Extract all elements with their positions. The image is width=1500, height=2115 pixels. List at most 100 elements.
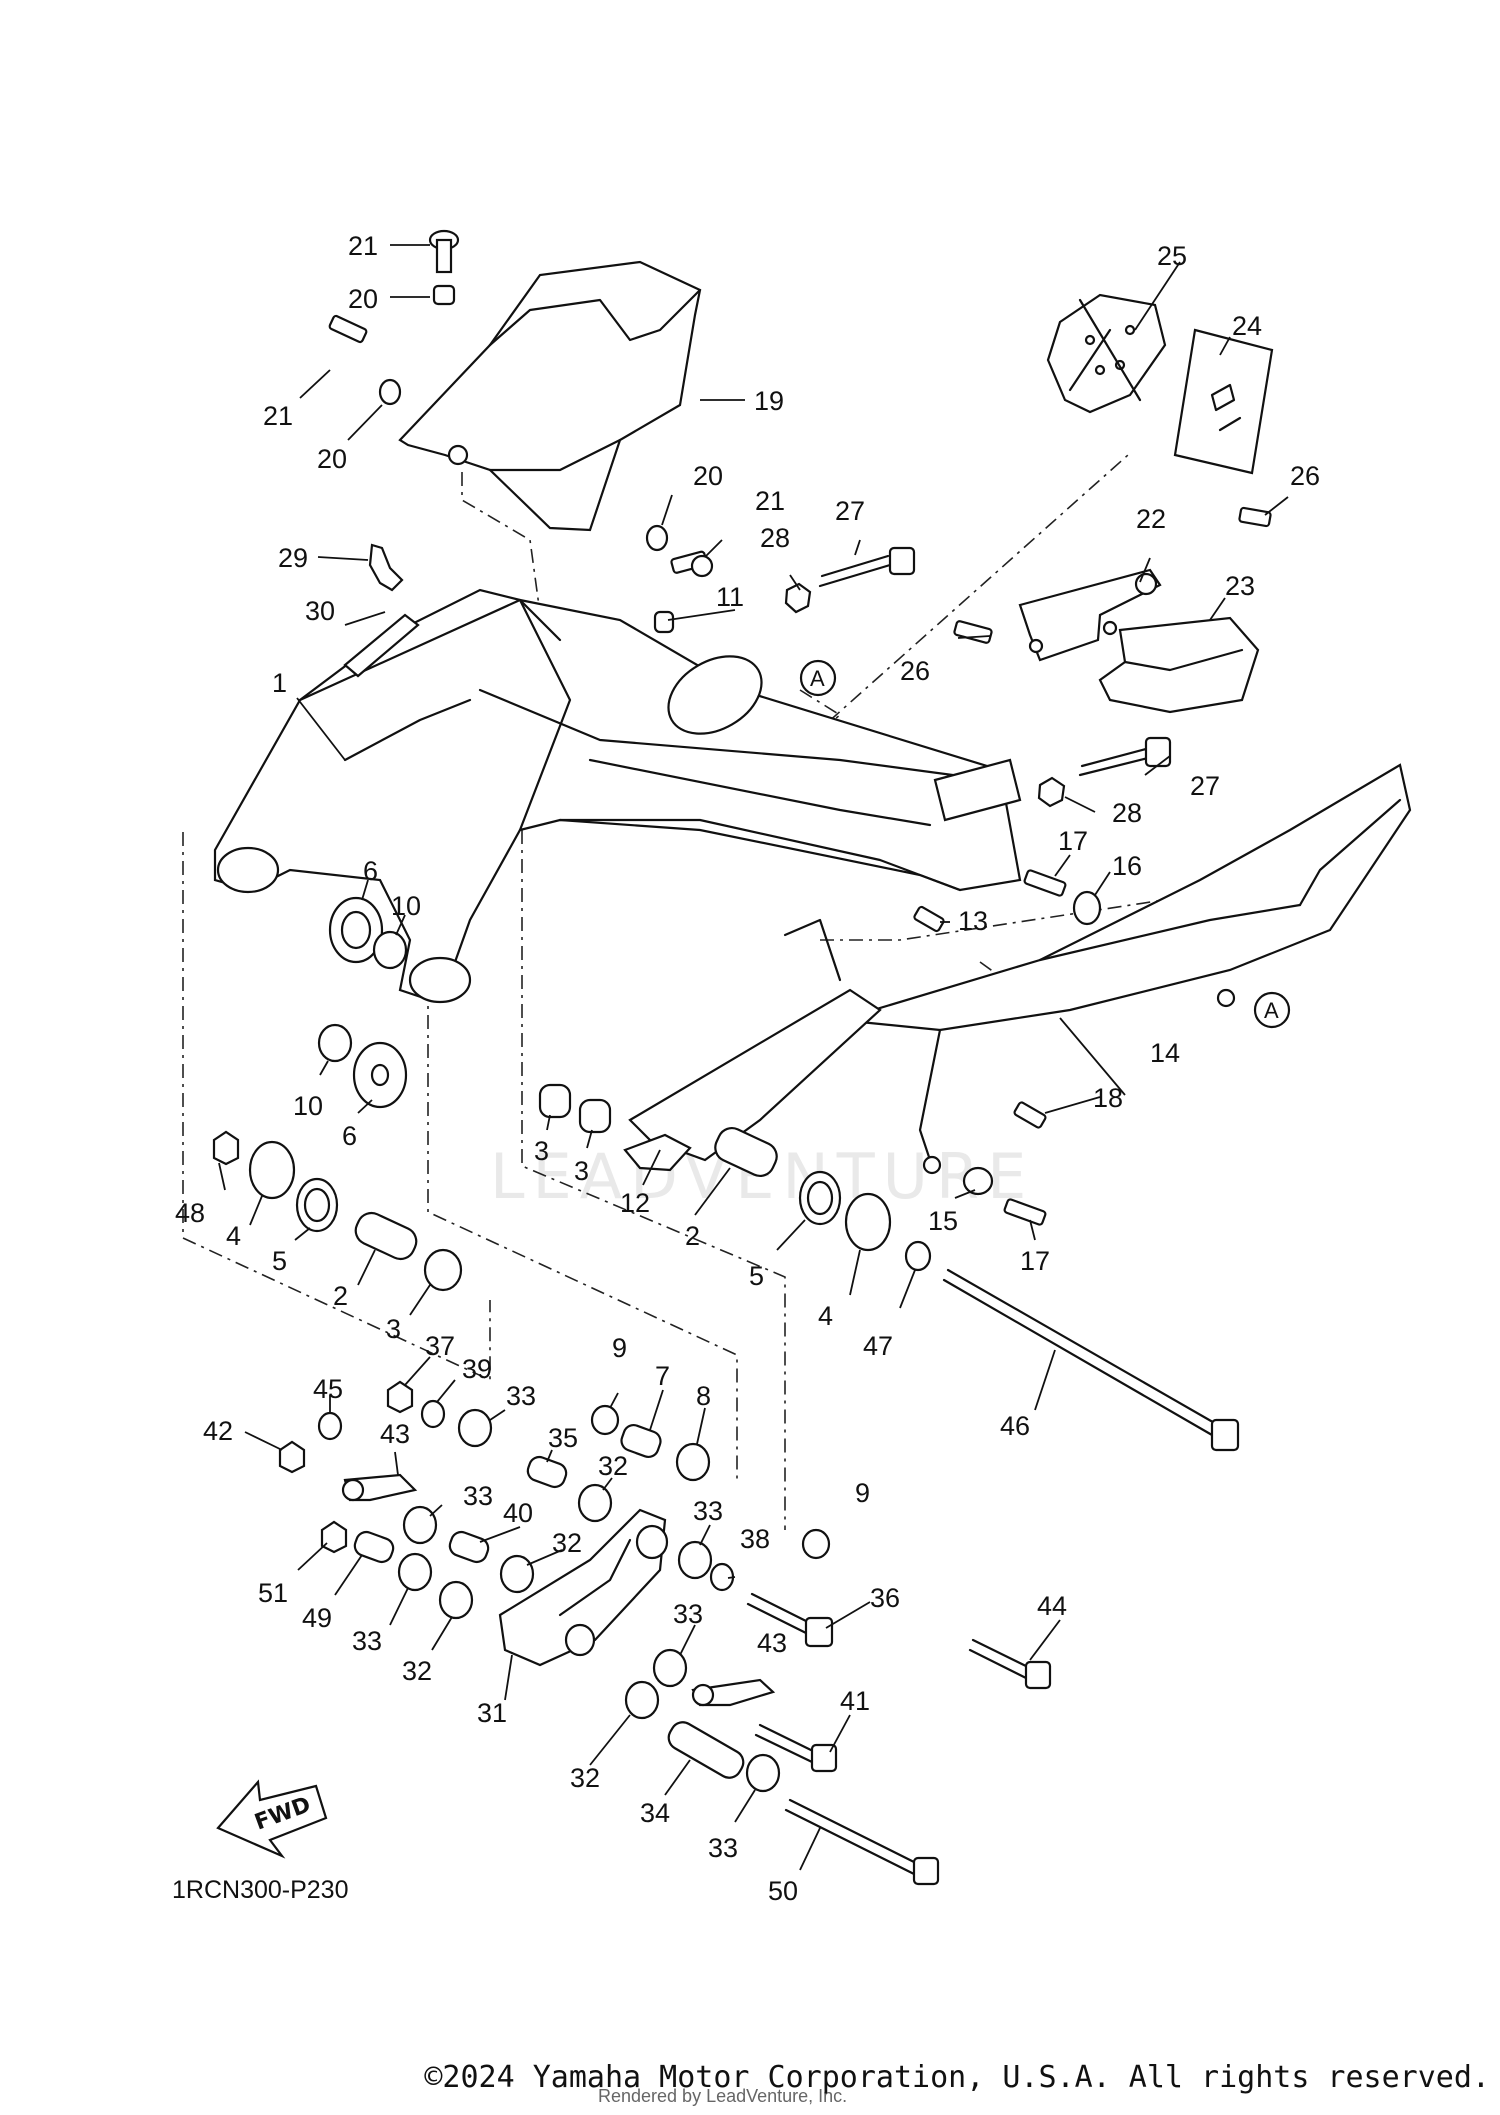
callout-5: 5 (272, 1246, 287, 1276)
spacer-40 (448, 1530, 490, 1564)
callout-20: 20 (348, 284, 378, 314)
callout-18: 18 (1093, 1083, 1123, 1113)
clamp-29 (368, 543, 404, 592)
callout-38: 38 (740, 1524, 770, 1554)
bolt-21-right (670, 550, 714, 578)
bearing-32-d (624, 1680, 660, 1720)
callout-9: 9 (855, 1478, 870, 1508)
collar-20-right (645, 524, 669, 552)
chain-cover-upper (398, 260, 702, 532)
callout-36: 36 (870, 1583, 900, 1613)
nut-42 (278, 1440, 306, 1474)
copyright-notice: ©2024 Yamaha Motor Corporation, U.S.A. A… (424, 2060, 1490, 2095)
callout-13: 13 (958, 906, 988, 936)
relay-arm-31 (498, 1508, 669, 1667)
seal-33-e (652, 1648, 688, 1688)
cover-23 (1098, 616, 1260, 714)
spacer-2-right (714, 1126, 778, 1178)
collar-20-top (432, 284, 456, 306)
callout-33: 33 (708, 1833, 738, 1863)
nut-51 (320, 1520, 348, 1554)
svg-text:A: A (810, 666, 825, 691)
callout-3: 3 (386, 1314, 401, 1344)
callout-26: 26 (900, 656, 930, 686)
callout-45: 45 (313, 1374, 343, 1404)
seal-33-f (745, 1753, 781, 1793)
seal-33-a (457, 1408, 493, 1448)
collar-20-left (378, 378, 402, 406)
callout-6: 6 (342, 1121, 357, 1151)
callout-21: 21 (263, 401, 293, 431)
bearing-3-left (423, 1248, 463, 1292)
relay-arm-43-lower (691, 1678, 776, 1707)
pad-25 (1046, 293, 1167, 414)
callout-24: 24 (1232, 311, 1262, 341)
washer-10-lower (317, 1023, 353, 1063)
bearing-3-upper-right (578, 1098, 612, 1134)
collar-15 (962, 1166, 994, 1196)
svg-text:A: A (1264, 998, 1279, 1023)
chain-slider-window (667, 655, 763, 735)
cap-4-right (844, 1192, 892, 1252)
callout-19: 19 (754, 386, 784, 416)
callout-9: 9 (612, 1333, 627, 1363)
callout-40: 40 (503, 1498, 533, 1528)
spacer-2-left (354, 1211, 418, 1261)
bolt-27-lower (1078, 736, 1172, 777)
fwd-arrow-icon: FWD (216, 1779, 328, 1859)
seal-6-upper (328, 896, 384, 964)
callout-17: 17 (1058, 826, 1088, 856)
callout-34: 34 (640, 1798, 670, 1828)
collar-9-lower (801, 1528, 831, 1560)
diagram-code: 1RCN300-P230 (172, 1876, 349, 1904)
rivet-18 (1013, 1101, 1047, 1129)
bearing-32-a (577, 1483, 613, 1523)
washer-39 (420, 1399, 446, 1429)
callout-4: 4 (818, 1301, 833, 1331)
callout-labels: 1 2 2 3 3 3 4 4 5 5 6 6 7 8 9 9 10 10 11… (175, 231, 1320, 1906)
spacer-34 (667, 1721, 745, 1779)
spacer-35 (526, 1455, 568, 1489)
chain-slider-12 (623, 918, 882, 1172)
callout-20: 20 (693, 461, 723, 491)
callout-22: 22 (1136, 504, 1166, 534)
mounting-grommet (447, 444, 469, 466)
cap-4-left (248, 1140, 296, 1200)
ref-marker-a-upper: A (799, 659, 837, 697)
bearing-3-upper-left (538, 1083, 572, 1119)
nut-37 (386, 1380, 414, 1414)
chain-guard-lower (839, 763, 1412, 1175)
washer-45 (317, 1411, 343, 1441)
callout-28: 28 (1112, 798, 1142, 828)
callout-23: 23 (1225, 571, 1255, 601)
callout-30: 30 (305, 596, 335, 626)
bolt-44 (968, 1638, 1052, 1690)
seal-33-d (677, 1540, 713, 1580)
screw-26-upper (1238, 506, 1272, 528)
callout-28: 28 (760, 523, 790, 553)
callout-42: 42 (203, 1416, 233, 1446)
callout-4: 4 (226, 1221, 241, 1251)
callout-33: 33 (463, 1481, 493, 1511)
nut-28-upper (784, 582, 812, 614)
callout-32: 32 (570, 1763, 600, 1793)
callout-41: 41 (840, 1686, 870, 1716)
callout-51: 51 (258, 1578, 288, 1608)
callout-14: 14 (1150, 1038, 1180, 1068)
callout-26: 26 (1290, 461, 1320, 491)
ref-marker-a-lower: A (1253, 991, 1291, 1029)
callout-27: 27 (1190, 771, 1220, 801)
seal-6-lower (352, 1041, 408, 1109)
seal-33-c (397, 1552, 433, 1592)
washer-10-upper (372, 930, 408, 970)
bolt-17-lower (1003, 1198, 1047, 1226)
callout-31: 31 (477, 1698, 507, 1728)
callout-3: 3 (534, 1136, 549, 1166)
callout-29: 29 (278, 543, 308, 573)
callout-37: 37 (425, 1331, 455, 1361)
callout-25: 25 (1157, 241, 1187, 271)
callout-10: 10 (293, 1091, 323, 1121)
callout-48: 48 (175, 1198, 205, 1228)
callout-49: 49 (302, 1603, 332, 1633)
